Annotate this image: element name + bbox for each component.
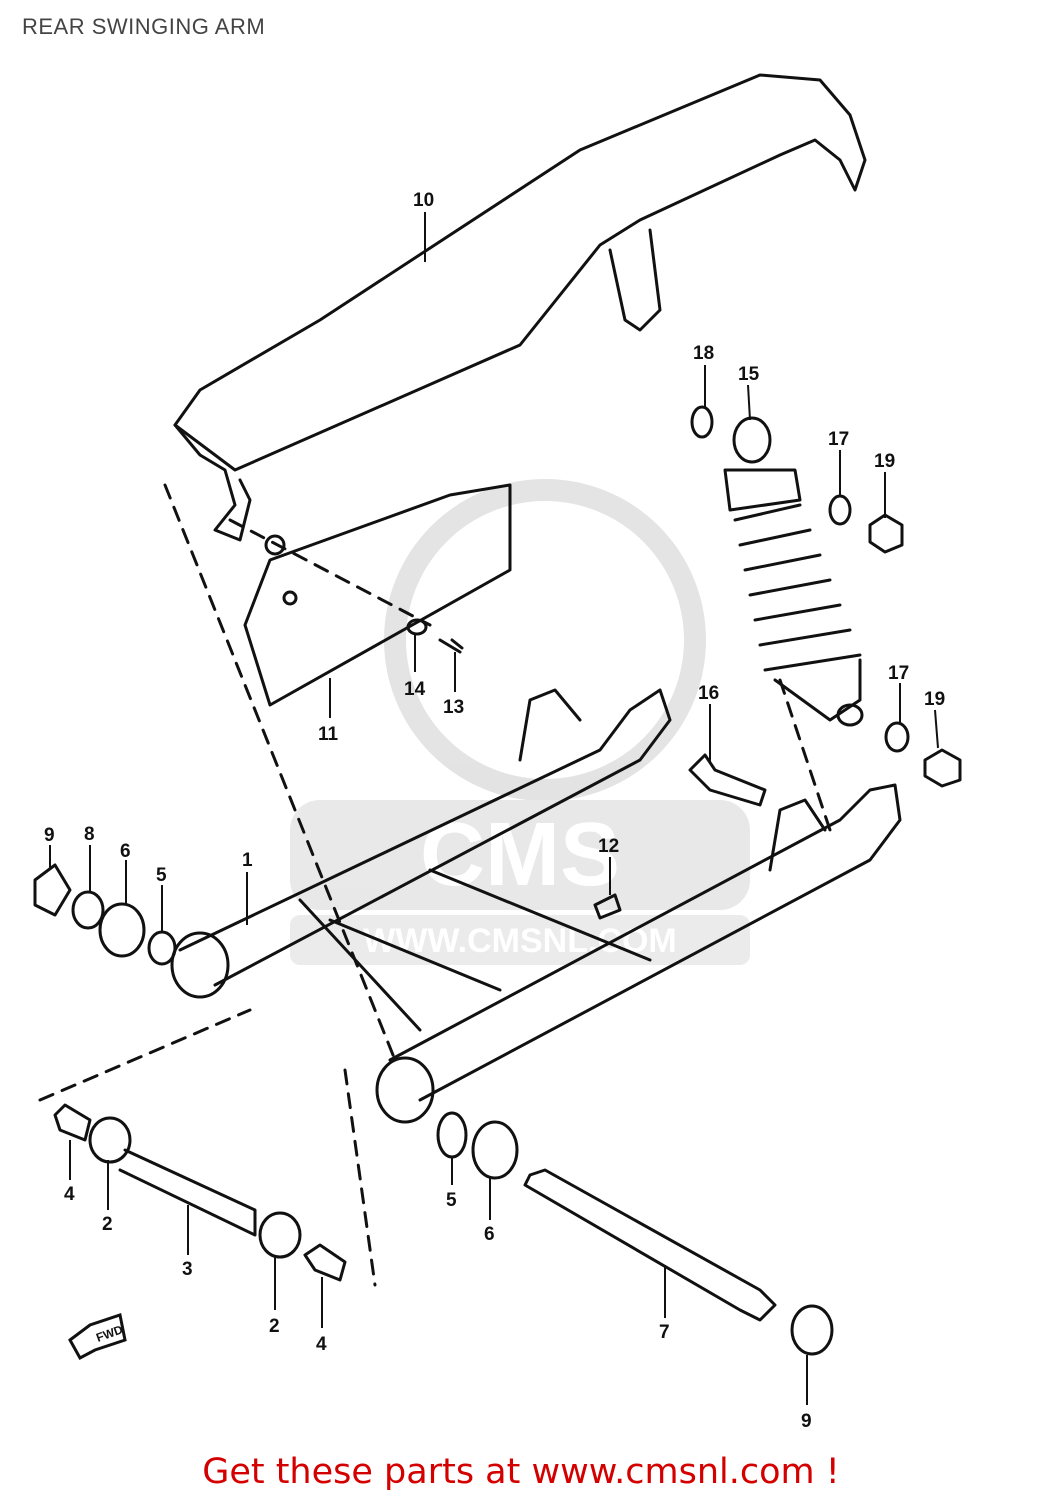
callout-19-top: 19 [874, 451, 895, 472]
nut-19-bottom [923, 748, 962, 788]
callout-2-right: 2 [269, 1316, 280, 1337]
cap-9-left [33, 863, 72, 917]
pivot-right [375, 1056, 435, 1124]
cap-9-right [790, 1304, 834, 1356]
guard-hole-small [282, 590, 298, 606]
shock-eye-bottom [836, 703, 864, 727]
chain-case-lower [173, 423, 252, 542]
callout-9-right: 9 [801, 1411, 812, 1432]
shock-bracket-left [518, 688, 582, 762]
shock-bracket-right [768, 798, 827, 872]
callout-10: 10 [413, 190, 434, 211]
washer-5-right [436, 1111, 468, 1159]
nut-19-top [868, 513, 904, 554]
washer-5-left [147, 930, 177, 966]
callout-2-left: 2 [102, 1214, 113, 1235]
bolt-12 [593, 893, 622, 920]
callout-12: 12 [598, 836, 619, 857]
callout-6-left: 6 [120, 841, 131, 862]
fwd-arrow-icon: FWD [68, 1313, 127, 1361]
callout-17-top: 17 [828, 429, 849, 450]
seal-6-right [471, 1120, 519, 1180]
callout-19-bottom: 19 [924, 689, 945, 710]
callout-16: 16 [698, 683, 719, 704]
washer-17-bottom [884, 721, 910, 753]
callout-11: 11 [318, 724, 339, 745]
callout-5-left: 5 [156, 865, 167, 886]
callout-3: 3 [182, 1259, 193, 1280]
washer-18 [690, 405, 714, 439]
callout-13: 13 [443, 697, 464, 718]
pivot-shaft-7 [523, 1168, 777, 1322]
leader-lines [49, 212, 939, 1405]
callout-7: 7 [659, 1322, 670, 1343]
chain-case [173, 73, 867, 472]
page-title: REAR SWINGING ARM [22, 14, 266, 39]
chain-case-bracket [608, 228, 662, 332]
bolt-13 [438, 638, 464, 654]
callout-4-left: 4 [64, 1184, 75, 1205]
callout-8: 8 [84, 824, 95, 845]
callout-18: 18 [693, 343, 714, 364]
shock-body [723, 468, 802, 512]
watermark-text: CMS [420, 805, 620, 905]
bushing-4-right [303, 1243, 347, 1282]
guard-hole [264, 534, 286, 556]
callout-15: 15 [738, 364, 760, 385]
callout-6-right: 6 [484, 1224, 495, 1245]
bearing-2-right [258, 1211, 302, 1259]
pivot-spacer-3 [118, 1148, 257, 1237]
watermark-logo: CMS WWW.CMSNL.COM [290, 479, 750, 965]
pivot-left [170, 931, 230, 999]
bearing-2-left [88, 1116, 132, 1164]
seal-6-left [98, 902, 146, 958]
callout-14: 14 [404, 679, 426, 700]
footer-link[interactable]: Get these parts at www.cmsnl.com ! [202, 1452, 840, 1492]
collar-8 [71, 890, 105, 930]
swing-arm-left-tube [178, 688, 672, 987]
callout-4-right: 4 [316, 1334, 327, 1355]
callout-5-right: 5 [446, 1190, 457, 1211]
callout-17-bottom: 17 [888, 663, 909, 684]
shock-rod [773, 658, 862, 722]
chain-guard [243, 483, 512, 707]
swing-arm-cross [298, 868, 652, 1032]
shock-eye-top [732, 416, 772, 464]
washer-17-top [828, 494, 852, 526]
callout-9-left: 9 [44, 825, 55, 846]
washer-14 [406, 618, 428, 636]
swing-arm-right-tube [388, 783, 902, 1102]
callout-1: 1 [242, 850, 253, 871]
bushing-4-left [53, 1103, 92, 1142]
shock-spring [733, 503, 862, 672]
bolt-16 [688, 753, 767, 807]
